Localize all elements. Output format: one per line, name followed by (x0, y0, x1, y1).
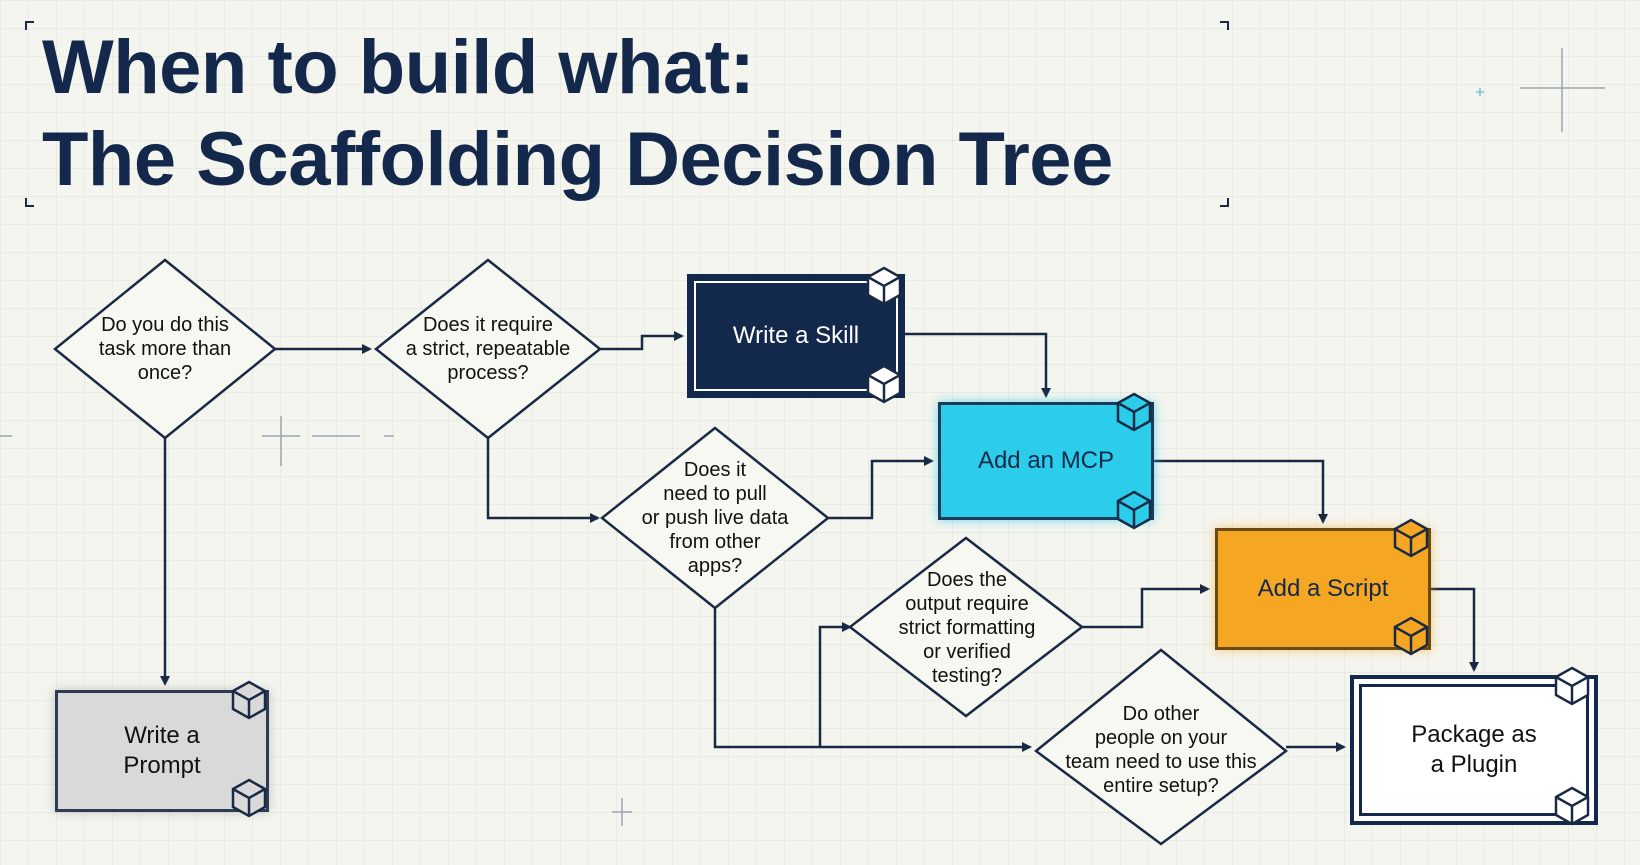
decision-text-team: Do other people on your team need to use… (1065, 703, 1257, 797)
title-brackets (25, 21, 1229, 207)
crosshair-decorations (0, 48, 1605, 826)
outcome-label: Package as (1411, 721, 1537, 748)
connectors (160, 331, 1479, 752)
cube-icon (231, 680, 267, 720)
arrow-branch-to-d4 (818, 622, 852, 747)
arrow-d4-to-script (1082, 584, 1210, 629)
arrow-skill-to-mcp (905, 332, 1051, 398)
decision-diamond-repeat (53, 258, 277, 440)
cube-icon (866, 266, 902, 306)
outcome-label: Add an MCP (977, 447, 1115, 474)
cube-icon (1116, 490, 1152, 530)
decision-text-process: Does it require a strict, repeatable pro… (405, 314, 571, 384)
title-line-1: When to build what: (42, 25, 755, 110)
arrow-d3-to-mcp (828, 456, 934, 520)
arrow-d3-to-d5 (713, 608, 1032, 752)
cube-icon (1116, 392, 1152, 432)
arrow-script-to-plugin (1431, 587, 1479, 672)
outcome-label: a Plugin (1430, 751, 1518, 778)
title-line-2: The Scaffolding Decision Tree (42, 117, 1113, 202)
decision-text-live-data: Does it need to pull or push live data f… (641, 459, 789, 577)
outcome-label: Write a (124, 722, 200, 749)
cube-icon (866, 364, 902, 404)
decision-diamond-formatting (847, 536, 1085, 718)
cube-icon (1393, 616, 1429, 656)
outcome-label: Write a Skill (732, 322, 860, 349)
cube-icon (1393, 518, 1429, 558)
decision-diamond-team (1033, 648, 1289, 846)
page-title: When to build what: The Scaffolding Deci… (42, 22, 1113, 206)
cube-icon (1554, 786, 1590, 826)
outcome-label: Add a Script (1257, 575, 1389, 602)
outcome-label: Prompt (123, 752, 201, 779)
decision-diamond-live-data (599, 426, 831, 610)
decision-text-formatting: Does the output require strict formattin… (898, 569, 1036, 687)
arrow-mcp-to-script (1154, 459, 1328, 524)
arrow-d2-to-d3 (486, 438, 600, 523)
arrow-d2-to-skill (600, 331, 684, 351)
cube-icon (1554, 666, 1590, 706)
cube-icon (231, 778, 267, 818)
decision-diamond-process (373, 258, 603, 440)
decision-text-repeat: Do you do this task more than once? (98, 314, 232, 384)
